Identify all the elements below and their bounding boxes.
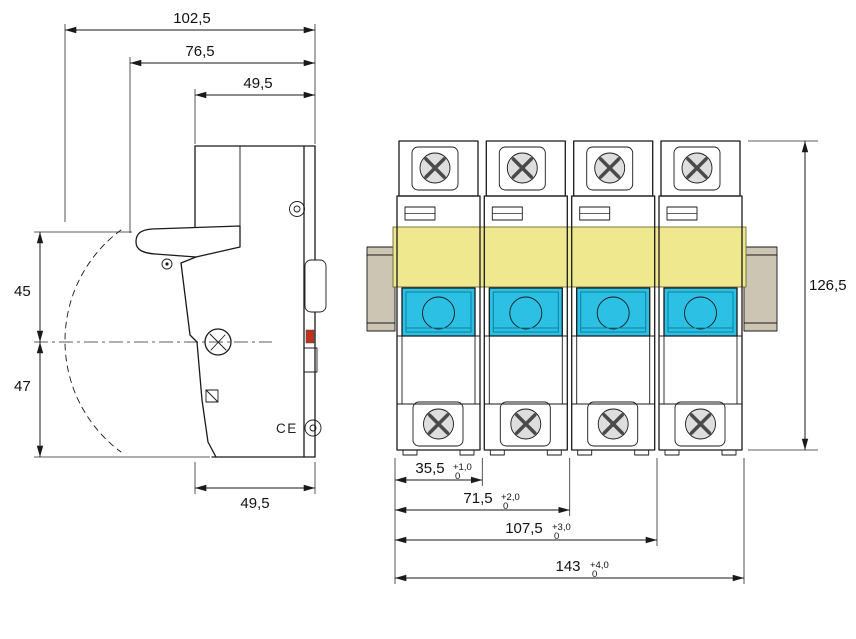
dim-upper-height: 45 bbox=[14, 231, 132, 342]
tol-lower-3: 0 bbox=[554, 531, 559, 542]
operating-lever bbox=[135, 225, 241, 258]
lever-swing-arc bbox=[64, 229, 122, 453]
front-view bbox=[366, 139, 778, 457]
dim-lever-depth: 76,5 bbox=[129, 43, 315, 233]
rivet-icon bbox=[289, 201, 305, 217]
fuse-module-2 bbox=[482, 139, 570, 457]
tol-upper-2: +2,0 bbox=[501, 492, 520, 503]
fuse-module-4 bbox=[657, 139, 744, 457]
fuse-module-1 bbox=[395, 139, 482, 457]
tol-upper-1: +1,0 bbox=[453, 462, 472, 473]
dim-label-front-height: 126,5 bbox=[809, 277, 847, 294]
ce-mark: CE bbox=[276, 421, 298, 436]
din-rail bbox=[366, 246, 778, 332]
tol-lower-1: 0 bbox=[455, 471, 460, 482]
fixing-screw-icon bbox=[204, 328, 232, 356]
dim-width-4: 143 +4,0 0 bbox=[395, 558, 744, 582]
dim-label-body-depth-bottom: 49,5 bbox=[240, 495, 269, 512]
din-rail-right-end bbox=[743, 246, 778, 332]
front-face-lower bbox=[180, 256, 217, 458]
din-rail-clip bbox=[304, 259, 327, 313]
dim-label-width-4: 143 bbox=[555, 558, 580, 575]
dim-lower-height: 47 bbox=[14, 342, 210, 458]
dim-width-3: 107,5 +3,0 0 bbox=[395, 520, 657, 544]
yellow-band bbox=[392, 226, 747, 288]
dim-module-widths: 35,5 +1,0 0 71,5 +2,0 0 107,5 +3,0 0 143… bbox=[394, 458, 745, 584]
dim-body-depth-top: 49,5 bbox=[194, 75, 315, 144]
tol-lower-2: 0 bbox=[503, 501, 508, 512]
dim-label-lower-height: 47 bbox=[14, 378, 31, 395]
red-indicator bbox=[305, 329, 315, 344]
din-rail-left-end bbox=[366, 246, 396, 332]
dim-width-2: 71,5 +2,0 0 bbox=[395, 490, 570, 514]
dim-label-upper-height: 45 bbox=[14, 283, 31, 300]
dim-body-depth-bottom: 49,5 bbox=[194, 462, 316, 512]
dim-front-height: 126,5 bbox=[748, 140, 847, 451]
clip-spring bbox=[303, 347, 318, 373]
lever-pivot bbox=[161, 258, 173, 270]
dim-label-total-depth: 102,5 bbox=[173, 10, 211, 27]
dim-label-width-3: 107,5 bbox=[505, 520, 543, 537]
tol-upper-3: +3,0 bbox=[552, 522, 571, 533]
dim-width-1: 35,5 +1,0 0 bbox=[395, 460, 483, 484]
detail-square bbox=[205, 389, 219, 403]
dim-label-width-1: 35,5 bbox=[415, 460, 444, 477]
side-view: CE bbox=[34, 145, 327, 458]
tol-lower-4: 0 bbox=[592, 569, 597, 580]
tol-upper-4: +4,0 bbox=[590, 560, 609, 571]
approval-mark-icon bbox=[304, 419, 322, 437]
dim-label-body-depth-top: 49,5 bbox=[243, 75, 272, 92]
dim-label-lever-depth: 76,5 bbox=[185, 43, 214, 60]
dim-label-width-2: 71,5 bbox=[463, 490, 492, 507]
dim-total-depth: 102,5 bbox=[64, 10, 316, 222]
fuse-module-3 bbox=[569, 139, 657, 457]
